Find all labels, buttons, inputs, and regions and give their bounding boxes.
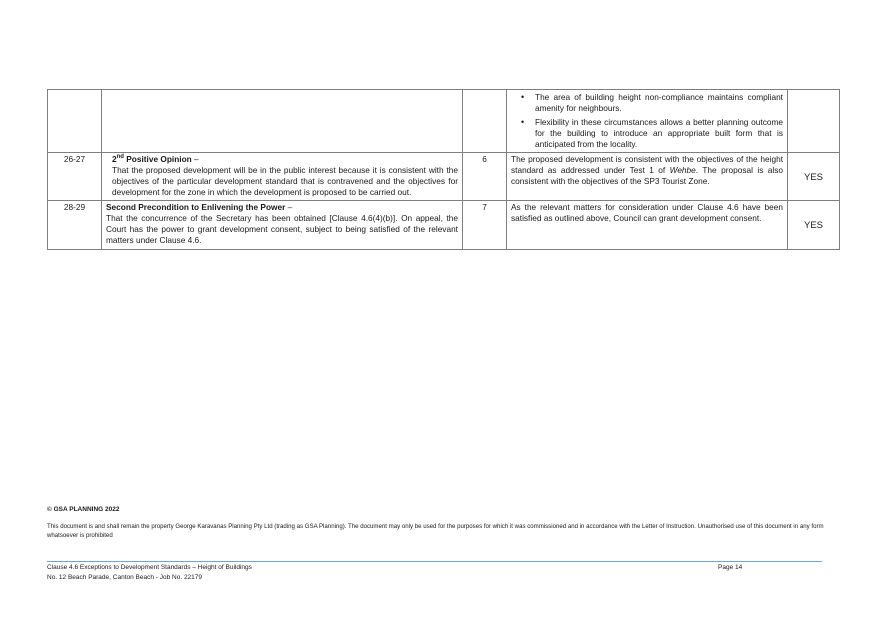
comment-cell: As the relevant matters for consideratio… <box>506 200 788 250</box>
title-ordinal: 2 <box>112 154 117 164</box>
criterion-cell <box>101 89 463 153</box>
title-text: Second Precondition to Enlivening the Po… <box>106 202 286 212</box>
case-name: Wehbe <box>669 165 696 175</box>
footer-divider <box>47 561 822 562</box>
footer-info: Clause 4.6 Exceptions to Development Sta… <box>47 563 252 583</box>
footer-doc-title: Clause 4.6 Exceptions to Development Sta… <box>47 564 252 571</box>
title-dash: – <box>285 202 293 212</box>
comment-cell: The area of building height non-complian… <box>506 89 788 153</box>
page-number: Page 14 <box>718 564 743 571</box>
result-cell: YES <box>787 200 840 250</box>
criterion-text: That the concurrence of the Secretary ha… <box>106 213 458 245</box>
page-ref-cell: 6 <box>462 152 507 201</box>
ref-cell: 26-27 <box>47 152 102 201</box>
page-ref-cell <box>462 89 507 153</box>
criterion-cell: Second Precondition to Enlivening the Po… <box>101 200 463 250</box>
disclaimer-text: This document is and shall remain the pr… <box>47 523 824 539</box>
bullet-list: The area of building height non-complian… <box>519 92 783 150</box>
criterion-text: That the proposed development will be in… <box>112 165 458 197</box>
title-ordinal-suffix: nd <box>116 154 124 161</box>
comment-text: The proposed development is consistent w… <box>511 154 783 175</box>
title-dash: – <box>191 154 199 164</box>
criterion-title: 2nd Positive Opinion – <box>112 154 458 165</box>
table-row: 26-27 2nd Positive Opinion – That the pr… <box>47 152 840 201</box>
comment-cell: The proposed development is consistent w… <box>506 152 788 201</box>
page-ref-cell: 7 <box>462 200 507 250</box>
footer-job-ref: No. 12 Beach Parade, Canton Beach - Job … <box>47 574 203 581</box>
assessment-table: The area of building height non-complian… <box>47 89 840 250</box>
comment-text-end: . The proposal is also consistent with t… <box>511 165 783 186</box>
bullet-item: The area of building height non-complian… <box>519 92 783 114</box>
ref-cell: 28-29 <box>47 200 102 250</box>
criterion-cell: 2nd Positive Opinion – That the proposed… <box>101 152 463 201</box>
result-cell: YES <box>787 152 840 201</box>
ref-cell <box>47 89 102 153</box>
bullet-item: Flexibility in these circumstances allow… <box>519 117 783 150</box>
title-text: Positive Opinion <box>123 154 192 164</box>
copyright-notice: © GSA PLANNING 2022 <box>47 506 120 513</box>
result-cell <box>787 89 840 153</box>
table-row: The area of building height non-complian… <box>47 89 840 153</box>
criterion-title: Second Precondition to Enlivening the Po… <box>106 202 458 213</box>
table-row: 28-29 Second Precondition to Enlivening … <box>47 200 840 250</box>
